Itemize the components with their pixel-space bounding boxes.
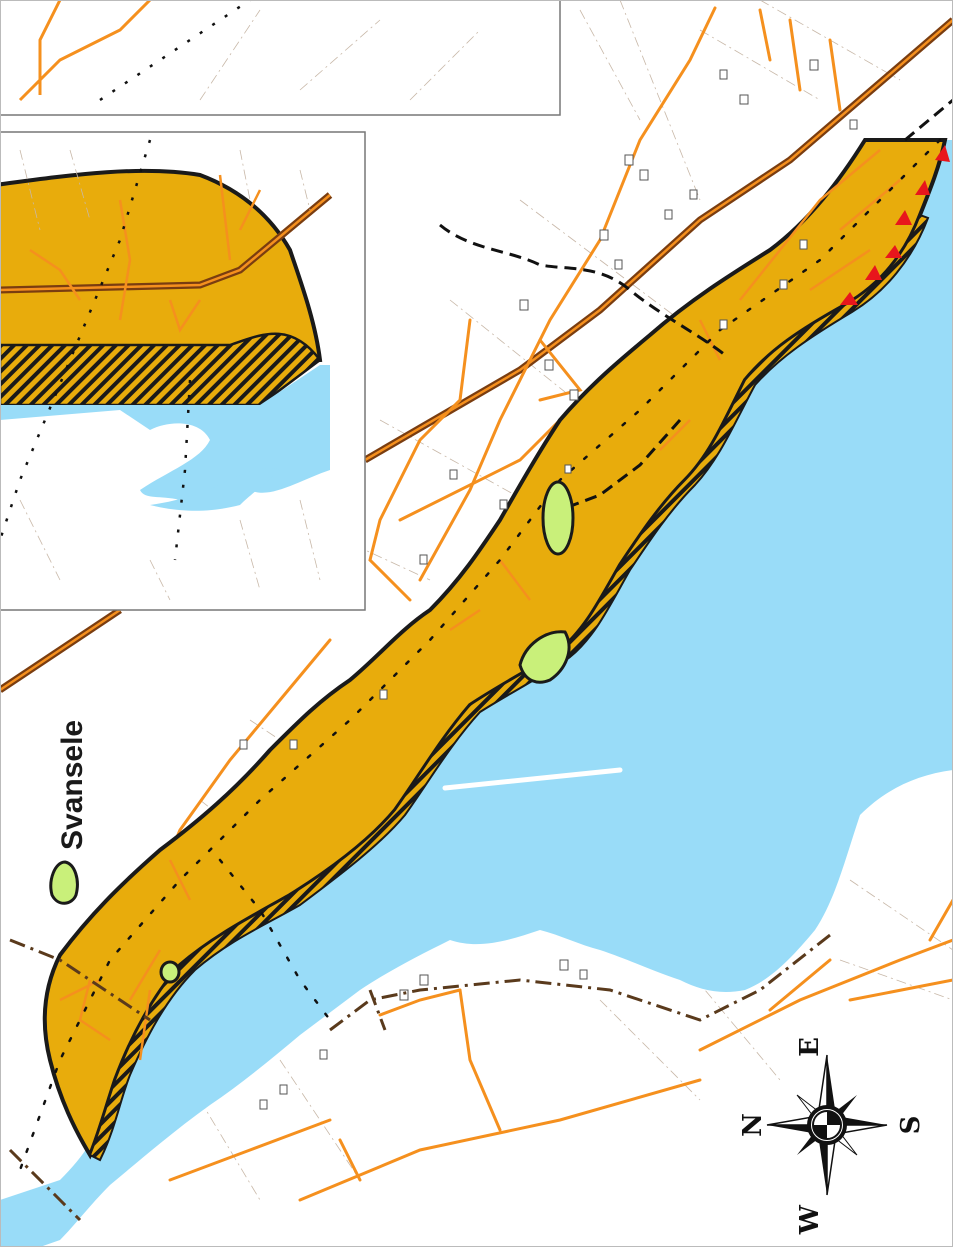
compass-star xyxy=(766,1054,888,1196)
shore-markers xyxy=(840,145,950,305)
map-legend: Svansele xyxy=(49,720,89,905)
legend-label: Svansele xyxy=(56,720,89,850)
protected-areas xyxy=(159,480,575,984)
compass-s: S xyxy=(896,1116,926,1135)
inset-top xyxy=(0,0,561,116)
compass-e: E xyxy=(795,1037,825,1057)
local-roads xyxy=(148,6,953,1202)
trail-dashed-ne xyxy=(904,98,953,142)
inset-detail-map xyxy=(0,131,366,611)
highway xyxy=(0,17,953,693)
compass-n: N xyxy=(738,1113,768,1137)
compass-w: W xyxy=(795,1204,825,1235)
admin-boundary xyxy=(8,933,831,1222)
buildings xyxy=(239,59,858,1110)
legend-swatch xyxy=(49,860,79,905)
trail-dashed xyxy=(439,223,726,512)
water-highlight xyxy=(442,767,623,791)
railway xyxy=(18,138,942,1172)
compass-rose: E N S W xyxy=(738,1037,926,1235)
